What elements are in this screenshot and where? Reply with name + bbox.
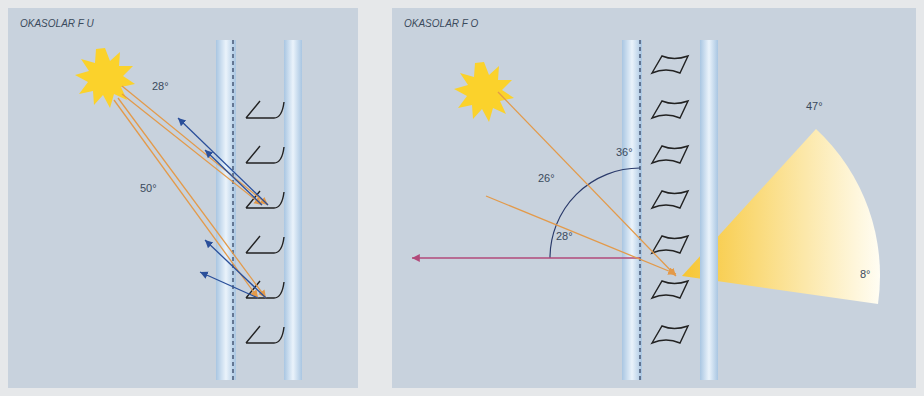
angle-label: 28° (152, 80, 169, 92)
angle-label: 8° (860, 268, 871, 280)
panel-title: OKASOLAR F O (392, 8, 916, 29)
angle-label: 36° (616, 146, 633, 158)
angle-label: 26° (538, 172, 555, 184)
diagram-panel: OKASOLAR F U (8, 8, 358, 388)
angle-label: 50° (140, 182, 157, 194)
panel-title: OKASOLAR F U (8, 8, 358, 29)
angle-label: 28° (556, 230, 573, 242)
angle-label: 47° (806, 100, 823, 112)
